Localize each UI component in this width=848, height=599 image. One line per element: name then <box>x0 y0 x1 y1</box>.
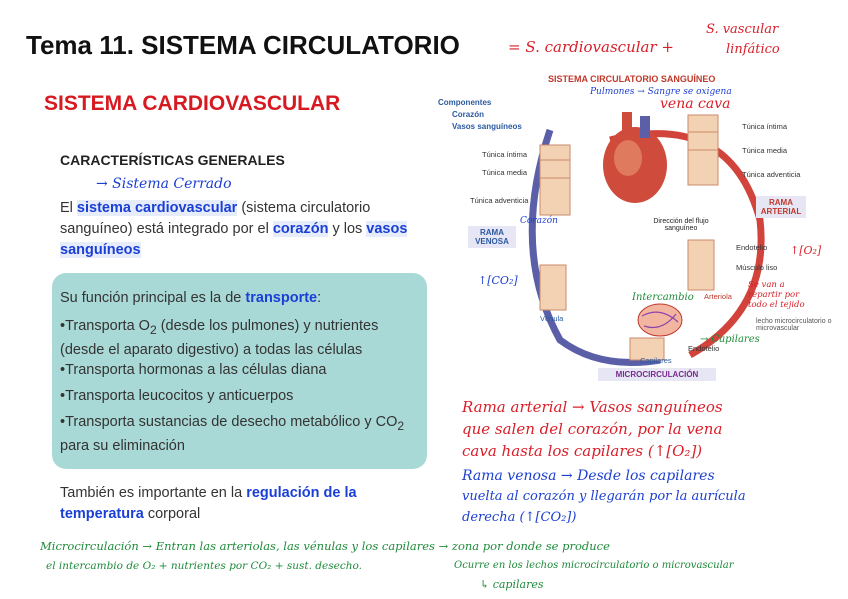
label-tunica-adventicia-left: Túnica adventicia <box>470 196 528 205</box>
label-tunica-intima-left: Túnica íntima <box>482 150 527 159</box>
intro-paragraph: El sistema cardiovascular (sistema circu… <box>60 198 415 261</box>
label-arteriola: Arteriola <box>704 292 732 301</box>
legend-vasos: Vasos sanguíneos <box>452 122 522 131</box>
annot-co2-left: ↑[CO₂] <box>478 274 518 287</box>
venule-layers <box>540 265 566 310</box>
legend-title: Componentes <box>438 98 491 107</box>
note-closed-system: → Sistema Cerrado <box>96 176 232 192</box>
label-endotelio-capilar: Endotelio <box>688 344 719 353</box>
note-arterial-1: Rama arterial → Vasos sanguíneos <box>462 398 723 416</box>
annot-intercambio: Intercambio <box>632 292 694 303</box>
rama-venosa-tag: RAMA VENOSA <box>468 226 516 248</box>
annot-vena-cava: vena cava <box>660 96 730 112</box>
title-note-linfatico: linfático <box>726 42 780 57</box>
note-venosa-2: vuelta al corazón y llegarán por la aurí… <box>462 489 746 504</box>
note-arterial-2: que salen del corazón, por la vena <box>462 420 722 438</box>
note-micro-2a: el intercambio de O₂ + nutrientes por CO… <box>46 560 362 572</box>
vessel-layers-right <box>688 115 718 185</box>
note-venosa-3: derecha (↑[CO₂]) <box>462 510 576 525</box>
annot-corazon: Corazón <box>520 216 558 226</box>
note-micro-2b: Ocurre en los lechos microcirculatorio o… <box>454 560 734 571</box>
label-lecho: lecho microcirculatorio o microvascular <box>756 318 836 332</box>
arteriole-layers <box>688 240 714 290</box>
label-musculo-liso: Músculo liso <box>736 263 777 272</box>
note-venosa-1: Rama venosa → Desde los capilares <box>462 468 715 484</box>
note-micro-3: ↳ capilares <box>480 578 543 591</box>
label-tunica-media-right: Túnica media <box>742 146 787 155</box>
note-arterial-3: cava hasta los capilares (↑[O₂]) <box>462 442 702 460</box>
label-endotelio: Endotelio <box>736 243 767 252</box>
label-tunica-adventicia-right: Túnica adventicia <box>742 170 800 179</box>
title-note: = S. cardiovascular + <box>508 38 674 56</box>
rama-arterial-tag: RAMA ARTERIAL <box>756 196 806 218</box>
vessel-layers-left <box>540 145 570 215</box>
microcirculacion-tag: MICROCIRCULACIÓN <box>598 368 716 381</box>
function-lead: Su función principal es la de transporte… <box>60 288 420 308</box>
label-tunica-intima-right: Túnica íntima <box>742 122 787 131</box>
function-bullet-hormonas: •Transporta hormonas a las células diana <box>60 360 420 380</box>
annot-reparten: Se van a repartir por todo el tejido <box>748 280 818 310</box>
heart-icon <box>603 112 667 203</box>
diagram-title: SISTEMA CIRCULATORIO SANGUÍNEO <box>548 74 715 84</box>
capillary-bed-icon <box>638 304 682 336</box>
function-bullet-desecho: •Transporta sustancias de desecho metabó… <box>60 412 420 456</box>
page-title: Tema 11. SISTEMA CIRCULATORIO <box>26 30 460 61</box>
label-capilares: Capilares <box>640 356 672 365</box>
legend-corazon: Corazón <box>452 110 484 119</box>
function-bullet-o2: •Transporta O2 (desde los pulmones) y nu… <box>60 316 420 360</box>
label-venula: Vénula <box>540 314 563 323</box>
title-note-vascular: S. vascular <box>706 22 778 37</box>
label-tunica-media-left: Túnica media <box>482 168 527 177</box>
section-heading: SISTEMA CARDIOVASCULAR <box>44 92 340 116</box>
annot-o2-right: ↑[O₂] <box>790 244 821 257</box>
annot-capilares: → Capilares <box>700 334 760 345</box>
note-micro-1: Microcirculación → Entran las arteriolas… <box>40 539 610 553</box>
subheading: CARACTERÍSTICAS GENERALES <box>60 152 285 168</box>
regulation-paragraph: También es importante en la regulación d… <box>60 483 410 525</box>
function-bullet-leucocitos: •Transporta leucocitos y anticuerpos <box>60 386 420 406</box>
label-direccion-flujo: Dirección del flujo sanguíneo <box>650 218 712 232</box>
